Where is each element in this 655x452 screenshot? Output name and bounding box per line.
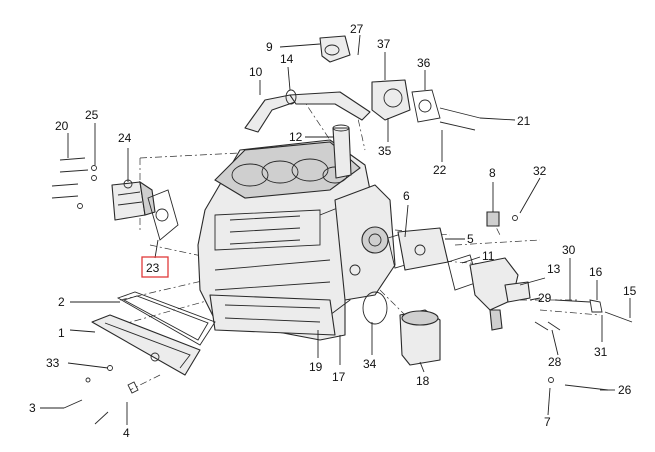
part-12-tube xyxy=(332,124,352,179)
callout-26: 26 xyxy=(618,383,632,397)
callout-34: 34 xyxy=(363,357,377,371)
callout-14: 14 xyxy=(280,52,294,66)
part-1-cover-plate xyxy=(91,314,201,376)
front-cover xyxy=(334,184,396,301)
part-10-hose xyxy=(244,91,371,133)
callout-1: 1 xyxy=(58,326,65,340)
highlight-box-23 xyxy=(141,256,169,278)
callout-11: 11 xyxy=(482,249,495,263)
callout-24: 24 xyxy=(118,131,132,145)
callout-29: 29 xyxy=(538,291,552,305)
part-18-filter xyxy=(399,309,441,366)
callout-3: 3 xyxy=(29,401,36,415)
callout-32: 32 xyxy=(533,164,547,178)
callout-13: 13 xyxy=(547,262,561,276)
callout-6: 6 xyxy=(403,189,410,203)
callout-7: 7 xyxy=(544,415,551,429)
callout-21: 21 xyxy=(517,114,531,128)
callout-9: 9 xyxy=(266,40,273,54)
callout-16: 16 xyxy=(589,265,603,279)
callout-37: 37 xyxy=(377,37,391,51)
callout-leaders xyxy=(40,34,631,425)
callout-10: 10 xyxy=(249,65,263,79)
callout-28: 28 xyxy=(548,355,562,369)
part-37-throttle-body xyxy=(371,79,411,121)
part-9-housing xyxy=(319,35,351,63)
part-36-gasket xyxy=(411,89,441,123)
bottom-left-bolts xyxy=(63,365,139,425)
part-8-plug xyxy=(486,211,500,227)
part-2-gasket xyxy=(116,291,216,346)
callout-8: 8 xyxy=(489,166,496,180)
part-13-water-pump xyxy=(469,257,531,331)
left-bolts xyxy=(51,157,97,209)
callout-30: 30 xyxy=(562,243,576,257)
callout-19: 19 xyxy=(309,360,323,374)
right-top-bolts xyxy=(439,107,481,131)
callout-33: 33 xyxy=(46,356,60,370)
callout-labels: 1 2 3 4 5 6 7 8 9 10 11 12 13 14 15 16 1… xyxy=(29,22,637,440)
part-14-clamp xyxy=(285,89,297,105)
part-23-gasket xyxy=(147,189,179,241)
oil-pan xyxy=(209,294,336,336)
callout-12: 12 xyxy=(289,130,303,144)
callout-27: 27 xyxy=(350,22,364,36)
part-34-gasket xyxy=(362,291,388,325)
callout-22: 22 xyxy=(433,163,447,177)
callout-25: 25 xyxy=(85,108,99,122)
callout-36: 36 xyxy=(417,56,431,70)
callout-5: 5 xyxy=(467,232,474,246)
callout-18: 18 xyxy=(416,374,430,388)
callout-4: 4 xyxy=(123,426,130,440)
callout-23: 23 xyxy=(146,261,160,275)
right-bolts xyxy=(512,215,633,391)
callout-31: 31 xyxy=(594,345,608,359)
callout-15: 15 xyxy=(623,284,637,298)
callout-20: 20 xyxy=(55,119,69,133)
callout-17: 17 xyxy=(332,370,346,384)
callout-2: 2 xyxy=(58,295,65,309)
part-24-hydraulic-pump xyxy=(111,179,156,221)
callout-35: 35 xyxy=(378,144,392,158)
